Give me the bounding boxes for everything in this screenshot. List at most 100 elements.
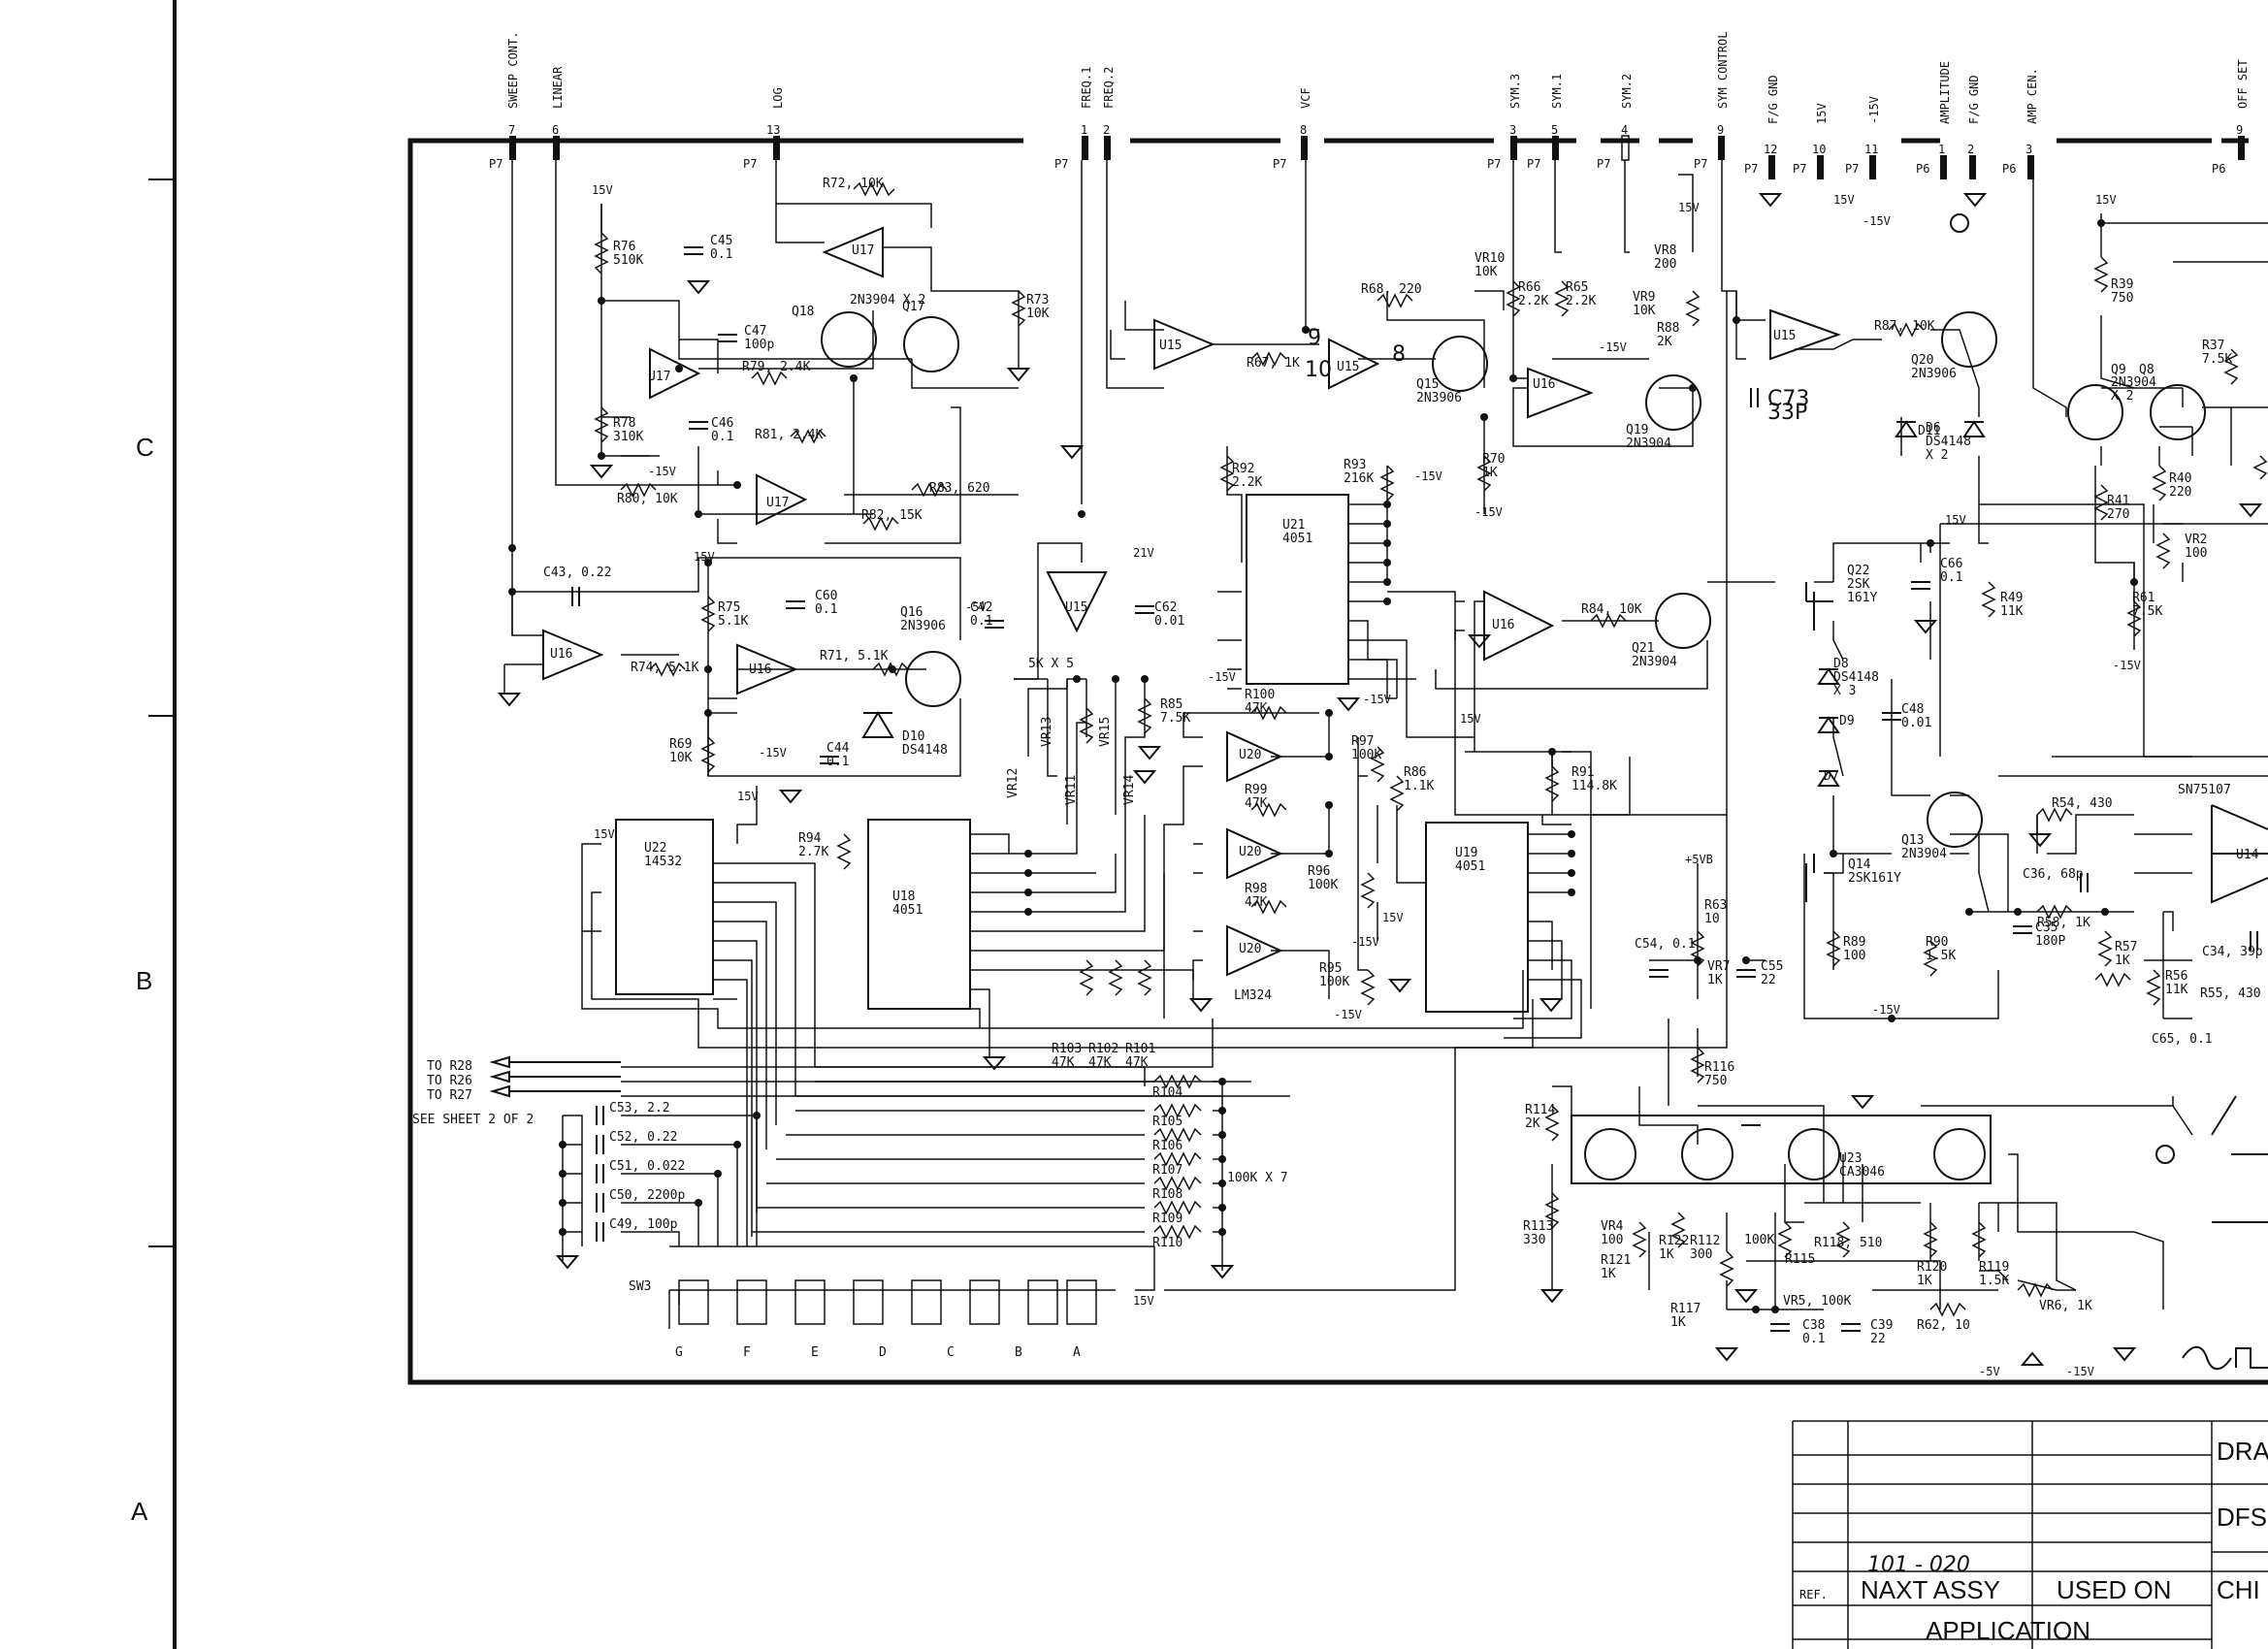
label-u15-c: U15 — [1773, 329, 1796, 343]
label-r81: R81, 2.4K — [755, 428, 824, 442]
label-q9: Q9 — [2111, 363, 2126, 377]
label-vr15: VR15 — [1098, 717, 1113, 747]
supply-labels: 15V -15V 15V -15V 15V 15V -5V 21V -15V -… — [592, 183, 2141, 1378]
label-u16-mid: U16 — [749, 663, 771, 677]
capacitors — [571, 246, 2258, 1332]
label-c49: C49, 100p — [609, 1217, 678, 1232]
label-r-pack: 100K X 7 — [1227, 1171, 1288, 1185]
label-r104: R104 — [1152, 1085, 1183, 1100]
svg-text:1: 1 — [1938, 143, 1945, 156]
label-vr14: VR14 — [1122, 775, 1137, 805]
svg-text:P7: P7 — [1597, 157, 1610, 171]
connector-freq2: 2 FREQ.2 — [1102, 67, 1116, 160]
label-r74: R74, 5.1K — [631, 661, 699, 675]
label-pin10: 10 — [1305, 358, 1332, 382]
svg-text:P7: P7 — [1744, 162, 1758, 176]
svg-text:-15V: -15V — [1351, 935, 1379, 949]
diodes — [861, 420, 1986, 787]
svg-text:AMP CEN.: AMP CEN. — [2025, 68, 2039, 124]
label-u15-b: U15 — [1337, 360, 1359, 374]
title-ref: REF. — [1799, 1588, 1828, 1601]
label-u15-d: U15 — [1065, 600, 1087, 615]
svg-text:-15V: -15V — [1334, 1008, 1362, 1021]
sw-pos-f: F — [743, 1345, 751, 1360]
label-u20-a: U20 — [1239, 748, 1261, 762]
svg-text:15V: 15V — [2095, 193, 2117, 207]
connector-linear: 6 LINEAR — [551, 66, 565, 160]
label-u20-c: U20 — [1239, 942, 1261, 956]
svg-text:3: 3 — [1509, 123, 1516, 137]
connector-header: P7 7 SWEEP CONT. 6 LINEAR P7 13 LOG P7 1… — [489, 32, 2250, 179]
title-used-on: USED ON — [2057, 1575, 2171, 1604]
svg-text:15V: 15V — [1382, 911, 1404, 924]
svg-text:-15V: -15V — [1867, 96, 1881, 124]
svg-text:-5V: -5V — [965, 600, 987, 614]
label-c52: C52, 0.22 — [609, 1130, 677, 1145]
svg-text:P6: P6 — [1916, 162, 1929, 176]
label-q18: Q18 — [792, 305, 814, 319]
connector-sweep-cont: P7 7 SWEEP CONT. — [489, 32, 520, 171]
svg-text:OFF SET: OFF SET — [2236, 59, 2250, 109]
svg-text:-15V: -15V — [1863, 214, 1891, 228]
resistors — [594, 181, 2268, 1317]
svg-text:15V: 15V — [1815, 103, 1829, 124]
label-pin9: 9 — [1308, 326, 1321, 350]
u19-body — [1425, 822, 1529, 1013]
title-block: DRA DFS CHI 101 - 020 REF. NAXT ASSY USE… — [1792, 1420, 2268, 1649]
label-u14: U14 — [2236, 848, 2259, 862]
label-r109: R109 — [1152, 1212, 1183, 1226]
to-r27: TO R27 — [427, 1088, 472, 1103]
label-q8: Q8 — [2139, 363, 2155, 377]
label-r106: R106 — [1152, 1139, 1183, 1153]
sw3-switch[interactable] — [668, 1279, 1116, 1329]
connector-amp-cen: P6 3 AMP CEN. — [2002, 68, 2039, 179]
zone-label-b: B — [136, 966, 152, 995]
wiring — [503, 160, 2268, 1310]
label-r105: R105 — [1152, 1115, 1183, 1129]
title-dra: DRA — [2217, 1437, 2268, 1466]
connector-freq1: P7 1 FREQ.1 — [1054, 67, 1093, 171]
connector-n15v: P7 11 -15V — [1845, 96, 1881, 179]
connector-vcf: P7 8 VCF — [1273, 87, 1312, 171]
label-r82: R82, 15K — [861, 508, 923, 523]
label-u15-a: U15 — [1159, 339, 1182, 353]
